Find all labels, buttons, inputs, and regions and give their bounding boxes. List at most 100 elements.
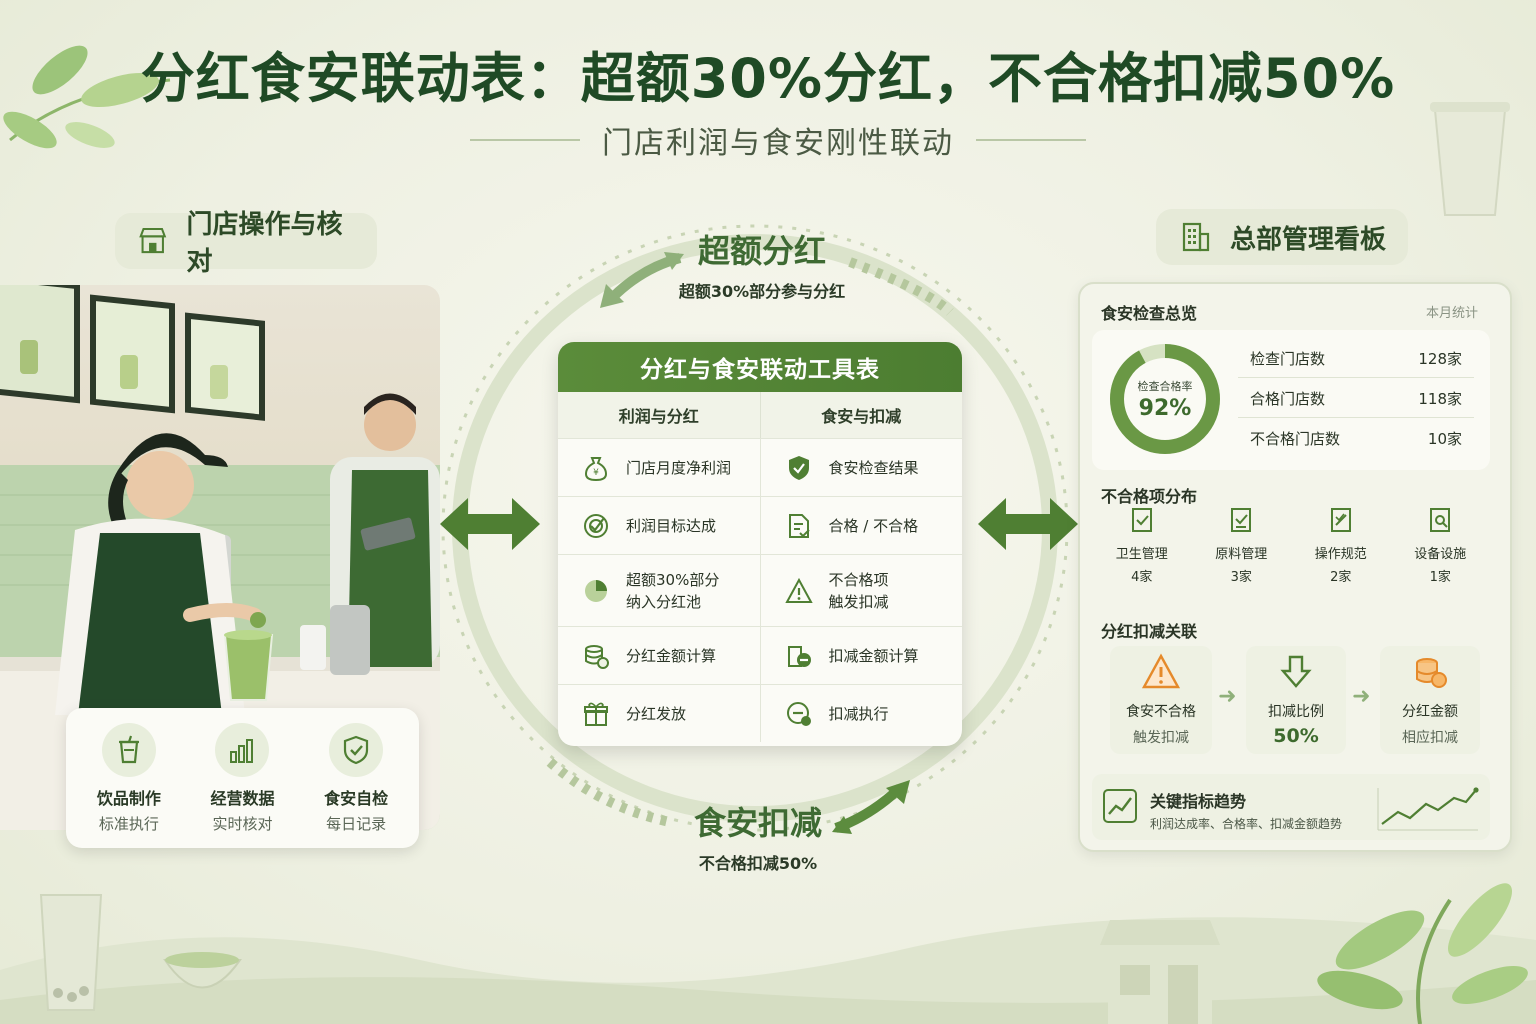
issue-distribution: 卫生管理 4家 原料管理 3家 操作规范 2家 设备设施 1家 xyxy=(1092,505,1490,601)
cup-icon xyxy=(118,735,139,763)
hq-section-title: 总部管理看板 xyxy=(1230,224,1387,255)
double-arrow-right-icon xyxy=(978,498,1078,550)
cell-text: 分红金额计算 xyxy=(626,647,717,665)
svg-text:¥: ¥ xyxy=(593,468,599,478)
stat-row-checked: 检查门店数 128家 xyxy=(1238,338,1474,378)
stat-label: 合格门店数 xyxy=(1250,389,1326,408)
store-section-title: 门店操作与核对 xyxy=(186,210,343,277)
ops-sub: 实时核对 xyxy=(212,814,273,833)
donut-value: 92% xyxy=(1138,396,1192,421)
issue-item: 操作规范 2家 xyxy=(1295,505,1387,601)
subtitle-divider-left xyxy=(470,139,580,141)
cell-text: 利润目标达成 xyxy=(626,517,717,535)
deduction-cycle-sub: 不合格扣减50% xyxy=(698,854,818,873)
coins-icon xyxy=(585,644,609,669)
ops-label: 饮品制作 xyxy=(96,788,161,808)
arrow-right-icon: ➜ xyxy=(1352,684,1371,709)
pass-rate-donut xyxy=(1110,344,1220,454)
cell-text: 食安检查结果 xyxy=(828,459,919,477)
cell-text: 扣减执行 xyxy=(828,705,889,723)
issue-item: 设备设施 1家 xyxy=(1394,505,1486,601)
warning-icon xyxy=(784,577,813,603)
ingredient-check-icon xyxy=(1231,508,1252,532)
stat-label: 不合格门店数 xyxy=(1250,429,1341,448)
hygiene-check-icon xyxy=(1131,508,1152,532)
ops-item-safety: 食安自检 每日记录 xyxy=(301,722,411,834)
ops-item-drink: 饮品制作 标准执行 xyxy=(74,722,184,834)
bonus-cycle-label: 超额分红 超额30%部分参与分红 xyxy=(672,226,852,302)
down-arrow-icon xyxy=(1280,655,1312,688)
tea-bowl-decoration xyxy=(163,952,242,989)
hq-section-header: 总部管理看板 xyxy=(1156,209,1408,265)
ops-item-data: 经营数据 实时核对 xyxy=(187,722,297,834)
curved-arrow-top-icon xyxy=(600,252,684,308)
bonus-cycle-sub: 超额30%部分参与分红 xyxy=(678,282,846,301)
stat-value: 10家 xyxy=(1427,429,1462,448)
linkage-tool-table: 分红与食安联动工具表 利润与分红 食安与扣减 ¥ 门店月度净利润 食安检查结果 … xyxy=(558,342,962,746)
stat-row-passed: 合格门店数 118家 xyxy=(1238,378,1474,418)
drink-cup-decoration xyxy=(1430,102,1510,216)
linkage-card-bonus: 分红金额 相应扣减 xyxy=(1380,646,1480,754)
store-decoration xyxy=(1100,920,1220,1024)
col-head-safety: 食安与扣减 xyxy=(821,407,902,426)
cell-text: 不合格项 xyxy=(828,570,889,589)
gift-icon xyxy=(584,702,608,726)
boba-cup-decoration xyxy=(39,894,103,1011)
coins-orange-icon xyxy=(1416,658,1447,688)
subtitle-divider-right xyxy=(976,139,1086,141)
ops-sub: 每日记录 xyxy=(326,814,387,833)
overview-title: 食安检查总览 xyxy=(1101,304,1198,323)
table-row: ¥ 门店月度净利润 食安检查结果 xyxy=(558,438,962,496)
page-title: 分红食安联动表：超额30%分红，不合格扣减50% xyxy=(140,47,1396,110)
deduction-cycle-title: 食安扣减 xyxy=(693,804,822,842)
tool-table-title: 分红与食安联动工具表 xyxy=(558,342,962,392)
ops-label: 经营数据 xyxy=(210,788,275,808)
store-staff-photo xyxy=(0,285,440,830)
stat-label: 检查门店数 xyxy=(1250,349,1326,368)
shield-icon xyxy=(788,455,809,480)
tea-plant-decoration xyxy=(1317,883,1528,1024)
stat-value: 128家 xyxy=(1418,349,1462,368)
subtitle-row: 门店利润与食安刚性联动 xyxy=(470,118,1086,162)
store-section-header: 门店操作与核对 xyxy=(115,210,377,277)
cell-text: 超额30%部分 xyxy=(626,570,720,589)
linkage-title: 分红扣减关联 xyxy=(1101,622,1198,641)
table-row: 超额30%部分 纳入分红池 不合格项 触发扣减 xyxy=(558,554,962,626)
table-row: 利润目标达成 合格 / 不合格 xyxy=(558,496,962,554)
cell-text: 分红发放 xyxy=(626,705,687,723)
table-row: 分红发放 扣减执行 xyxy=(558,684,962,742)
donut-label: 检查合格率 xyxy=(1137,380,1193,393)
deduct-calc-icon xyxy=(787,645,811,667)
cell-text: 合格 / 不合格 xyxy=(828,517,919,535)
arrow-right-icon: ➜ xyxy=(1218,684,1237,709)
store-icon xyxy=(139,227,167,254)
double-arrow-left-icon xyxy=(440,498,540,550)
cell-text: 扣减金额计算 xyxy=(828,647,919,665)
page-subtitle: 门店利润与食安刚性联动 xyxy=(602,126,954,161)
ops-label: 食安自检 xyxy=(324,788,389,808)
trend-title: 关键指标趋势 xyxy=(1150,792,1247,811)
bonus-cycle-title: 超额分红 xyxy=(697,232,826,270)
pie-chart-icon xyxy=(585,579,607,602)
stat-value: 118家 xyxy=(1418,389,1462,408)
col-head-profit: 利润与分红 xyxy=(558,392,761,438)
equipment-check-icon xyxy=(1430,508,1451,532)
bar-chart-icon xyxy=(230,738,254,763)
linkage-card-ratio: 扣减比例 50% xyxy=(1246,646,1346,754)
stat-divider xyxy=(1238,417,1474,418)
ops-sub: 标准执行 xyxy=(98,814,159,833)
stat-row-failed: 不合格门店数 10家 xyxy=(1238,418,1474,458)
warning-orange-icon xyxy=(1142,653,1180,689)
trend-chart-icon xyxy=(1103,789,1137,823)
cell-text: 门店月度净利润 xyxy=(626,459,732,477)
procedure-check-icon xyxy=(1330,508,1351,532)
table-row: 分红金额计算 扣减金额计算 xyxy=(558,626,962,684)
issue-item: 原料管理 3家 xyxy=(1195,505,1287,601)
shield-check-icon xyxy=(344,735,369,764)
cell-text-line2: 触发扣减 xyxy=(828,592,889,611)
stat-divider xyxy=(1238,377,1474,378)
tea-leaves-decoration xyxy=(3,45,171,149)
money-bag-icon: ¥ xyxy=(584,456,608,481)
tool-table-header: 利润与分红 食安与扣减 xyxy=(558,392,962,438)
cell-text-line2: 纳入分红池 xyxy=(626,592,702,611)
